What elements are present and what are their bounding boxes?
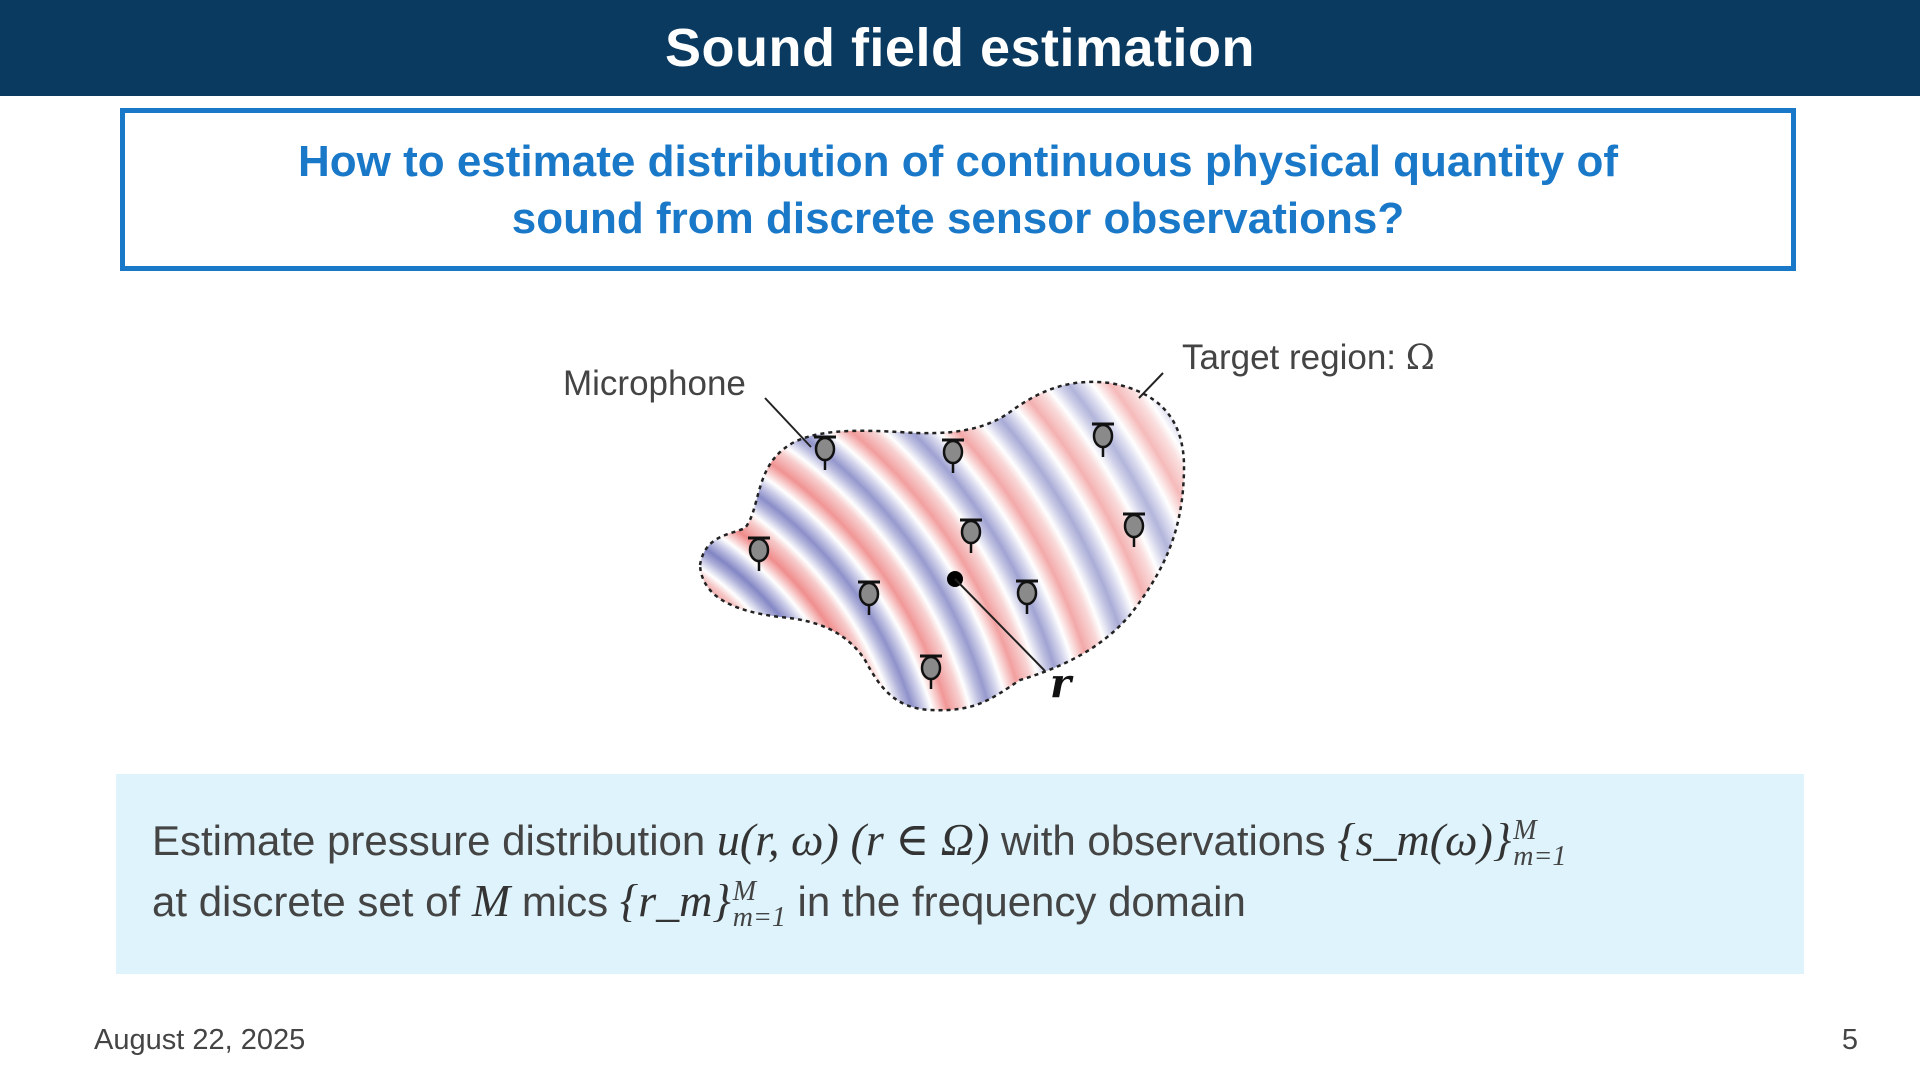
target-region-label: Target region: Ω	[1182, 338, 1435, 378]
statement-line-1: Estimate pressure distribution u(r, ω) (…	[152, 812, 1566, 870]
page-number: 5	[1841, 1024, 1858, 1056]
sup: M	[1513, 814, 1537, 846]
microphone-array	[748, 422, 1145, 689]
math-domain: (r ∈ Ω)	[850, 814, 990, 865]
microphone-icon	[814, 435, 836, 470]
math-u: u(r, ω)	[716, 814, 839, 865]
question-box: How to estimate distribution of continuo…	[120, 108, 1796, 271]
math-M: M	[471, 875, 511, 926]
omega-symbol: Ω	[1405, 338, 1435, 378]
footer-date: August 22, 2025	[94, 1024, 306, 1056]
microphone-icon	[942, 438, 964, 473]
problem-statement-box: Estimate pressure distribution u(r, ω) (…	[116, 774, 1804, 974]
point-r-leader-line	[954, 578, 1046, 672]
microphone-icon	[1123, 512, 1145, 547]
microphone-leader-line	[764, 397, 812, 448]
math-observations: {s_m(ω)}	[1337, 814, 1512, 865]
sup: M	[732, 875, 757, 907]
text: at discrete set of	[152, 878, 461, 925]
text: with observations	[1001, 817, 1326, 864]
slide-header: Sound field estimation	[0, 0, 1920, 96]
target-leader-line	[1138, 372, 1164, 399]
microphone-icon	[920, 654, 942, 689]
text: Estimate pressure distribution	[152, 817, 706, 864]
point-r-label: r	[1050, 660, 1072, 707]
question-line-2: sound from discrete sensor observations?	[511, 193, 1405, 243]
microphone-icon	[960, 518, 982, 553]
question-text: How to estimate distribution of continuo…	[298, 133, 1618, 247]
sub: m=1	[1513, 840, 1567, 872]
slide-title: Sound field estimation	[664, 18, 1256, 78]
text: mics	[521, 878, 609, 925]
sub: m=1	[732, 901, 786, 933]
math-mic-positions: {r_m}	[619, 875, 731, 926]
target-region-text: Target region:	[1182, 338, 1397, 377]
microphone-icon	[748, 536, 770, 571]
question-line-1: How to estimate distribution of continuo…	[297, 136, 1619, 186]
microphone-icon	[1016, 579, 1038, 614]
microphone-icon	[858, 580, 880, 615]
microphone-icon	[1092, 422, 1114, 457]
microphone-label: Microphone	[563, 364, 746, 403]
text: in the frequency domain	[797, 878, 1246, 925]
